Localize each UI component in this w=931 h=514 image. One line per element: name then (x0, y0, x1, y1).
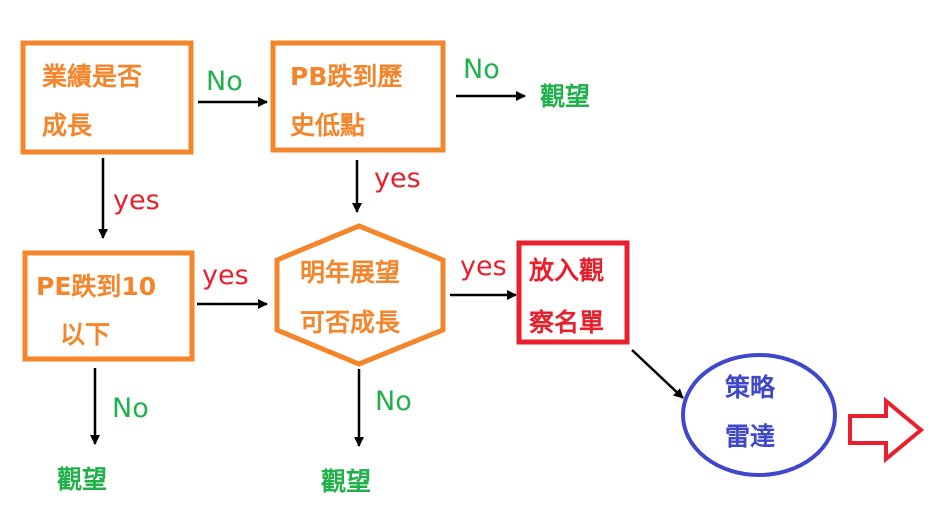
edge-label-pb-to-wait: No (463, 54, 500, 85)
node-outlook-hexagon (274, 223, 446, 367)
arrow-watch-to-radar (631, 349, 684, 399)
node-growth-box (20, 40, 194, 155)
edge-label-pe-to-outlook: yes (202, 260, 249, 291)
node-wait-2: 觀望 (57, 465, 108, 494)
node-radar-line2: 雷達 (725, 422, 776, 451)
node-radar-line1: 策略 (725, 373, 776, 402)
next-block-arrow-icon (848, 396, 925, 464)
node-outlook-line1: 明年展望 (300, 258, 401, 287)
node-growth-line2: 成長 (42, 111, 93, 140)
node-watchlist-box (516, 240, 630, 345)
edge-label-growth-to-pb: No (206, 66, 243, 97)
node-wait-3: 觀望 (321, 467, 372, 496)
edge-label-growth-to-pe: yes (113, 185, 160, 216)
edge-label-pe-to-wait: No (112, 393, 149, 424)
edge-label-pb-to-outlook: yes (374, 163, 421, 194)
node-pb-low-box (270, 40, 446, 153)
node-pe-low-box (22, 250, 195, 362)
node-wait-1: 觀望 (540, 82, 591, 111)
node-pb-low-line1: PB跌到歷 (290, 62, 403, 91)
edge-label-outlook-to-watch: yes (460, 251, 507, 282)
node-pb-low-line2: 史低點 (290, 111, 366, 140)
node-pe-low-line1: PE跌到10 (36, 272, 157, 301)
node-watchlist-line2: 察名單 (529, 308, 605, 337)
node-growth-line1: 業績是否 (42, 62, 143, 91)
node-watchlist-line1: 放入觀 (529, 256, 605, 285)
node-radar-ellipse (681, 353, 837, 477)
node-pe-low-line2: 以下 (60, 320, 111, 349)
node-outlook-line2: 可否成長 (300, 308, 401, 337)
edge-label-outlook-to-wait: No (375, 386, 412, 417)
